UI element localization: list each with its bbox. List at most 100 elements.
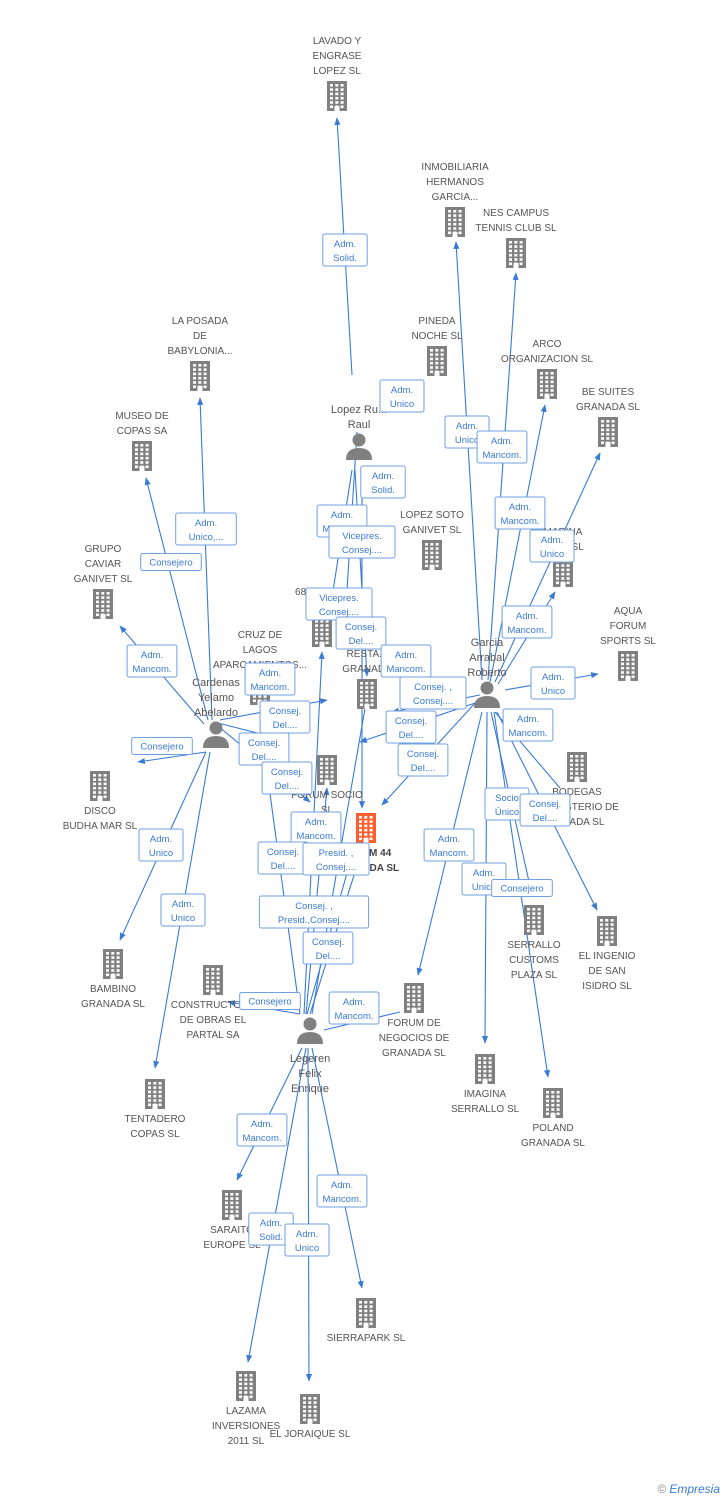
relation-label[interactable]: Adm.Mancom.	[476, 430, 528, 464]
relation-label[interactable]: Consej.Del....	[335, 616, 387, 650]
relation-label[interactable]: Consejero	[131, 737, 193, 755]
relation-label[interactable]: Consejero	[239, 992, 301, 1010]
relation-label[interactable]: Adm.Mancom.	[328, 991, 380, 1025]
relation-text: Mancom.	[429, 848, 468, 859]
relation-label[interactable]: Consejero	[491, 879, 553, 897]
relation-label[interactable]: Adm.Solid.	[360, 465, 406, 499]
relation-label[interactable]: Consejero	[140, 553, 202, 571]
relation-text: Mancom.	[507, 625, 546, 636]
relation-label[interactable]: Adm.Mancom.	[494, 496, 546, 530]
company-label: CRUZ DE	[238, 630, 283, 641]
relation-label[interactable]: Consej.Del....	[385, 710, 437, 744]
relation-label[interactable]: Adm.Mancom.	[502, 708, 554, 742]
copyright-symbol: ©	[657, 1482, 667, 1496]
relation-label[interactable]: Vicepres.Consej....	[328, 525, 396, 559]
relation-label[interactable]: Adm.Solid.	[322, 233, 368, 267]
relation-label[interactable]: Adm.Mancom.	[236, 1113, 288, 1147]
relation-label[interactable]: Adm.Unico	[530, 666, 576, 700]
company-label: COPAS SL	[130, 1129, 180, 1140]
company-node-sierrapark[interactable]: SIERRAPARK SL	[327, 1298, 406, 1344]
relation-label[interactable]: Consej.Del....	[257, 841, 309, 875]
edge-line	[137, 751, 207, 765]
relation-label[interactable]: Adm.Mancom.	[380, 644, 432, 678]
relation-label[interactable]: Adm.Unico	[379, 379, 425, 413]
edge-line	[494, 452, 601, 683]
edge-line	[453, 241, 483, 681]
relation-text: Del....	[271, 861, 296, 872]
company-node-joraique[interactable]: EL JORAIQUE SL	[270, 1394, 351, 1440]
relation-label[interactable]: Consej.Del....	[259, 700, 311, 734]
building-icon	[357, 679, 377, 709]
relation-label[interactable]: Adm.Mancom.	[501, 605, 553, 639]
company-node-posada[interactable]: LA POSADADEBABYLONIA...	[167, 316, 233, 391]
relation-label[interactable]: Presid. ,Consej....	[302, 842, 370, 876]
building-icon	[422, 540, 442, 570]
relation-label[interactable]: Consej.Del....	[261, 761, 313, 795]
person-node-lopez[interactable]: Lopez Ru...Raul	[331, 404, 387, 460]
relation-label[interactable]: Consej.Del....	[519, 793, 571, 827]
company-node-inmobiliaria[interactable]: INMOBILIARIAHERMANOSGARCIA...	[421, 162, 489, 237]
relation-label[interactable]: Adm.Solid.	[248, 1212, 294, 1246]
company-label: BABYLONIA...	[167, 346, 232, 357]
relation-label[interactable]: Adm.Unico,...	[175, 512, 237, 546]
relation-label[interactable]: Adm.Mancom.	[290, 811, 342, 845]
company-label: EL INGENIO	[579, 951, 636, 962]
relation-label[interactable]: Adm.Mancom.	[126, 644, 178, 678]
edge-line	[311, 1047, 364, 1289]
relation-box	[258, 895, 370, 929]
company-label: BODEGAS	[552, 787, 602, 798]
relation-label[interactable]: Consej. ,Consej....	[399, 676, 467, 710]
company-label: NEVADA SL	[550, 817, 605, 828]
relation-label[interactable]: Consej.Del....	[238, 732, 290, 766]
relation-text: Del....	[273, 720, 298, 731]
footer-brand[interactable]: ©Empresia	[657, 1482, 720, 1496]
company-node-restaurante[interactable]: RESTA...GRANADA	[342, 649, 392, 709]
relation-box	[131, 737, 193, 755]
relation-text: Consej.	[407, 749, 439, 760]
relation-label[interactable]: Adm.Mancom.	[244, 662, 296, 696]
company-label: LAZAMA	[226, 1406, 266, 1417]
relation-label[interactable]: Adm.Unico	[284, 1223, 330, 1257]
relation-label[interactable]: Adm.Unico	[160, 893, 206, 927]
company-label: IMAGINA	[464, 1089, 507, 1100]
relation-label[interactable]: Adm.Unico	[529, 529, 575, 563]
relation-label[interactable]: Consej.Del....	[397, 743, 449, 777]
relation-label[interactable]: Adm.Mancom.	[316, 1174, 368, 1208]
building-icon	[222, 1190, 242, 1220]
relation-label[interactable]: Adm.Mancom.	[423, 828, 475, 862]
relation-text: Adm.	[195, 518, 217, 529]
relation-label[interactable]: Adm.Unico	[138, 828, 184, 862]
company-label: GRANADA SL	[521, 1138, 585, 1149]
relation-label[interactable]: Vicepres.Consej....	[305, 587, 373, 621]
company-label: ISIDRO SL	[582, 981, 632, 992]
relation-text: Mancom.	[500, 516, 539, 527]
relation-label[interactable]: Consej.Del....	[302, 931, 354, 965]
relation-text: Mancom.	[250, 682, 289, 693]
relation-label[interactable]: Consej. ,Presid.,Consej....	[258, 895, 370, 929]
